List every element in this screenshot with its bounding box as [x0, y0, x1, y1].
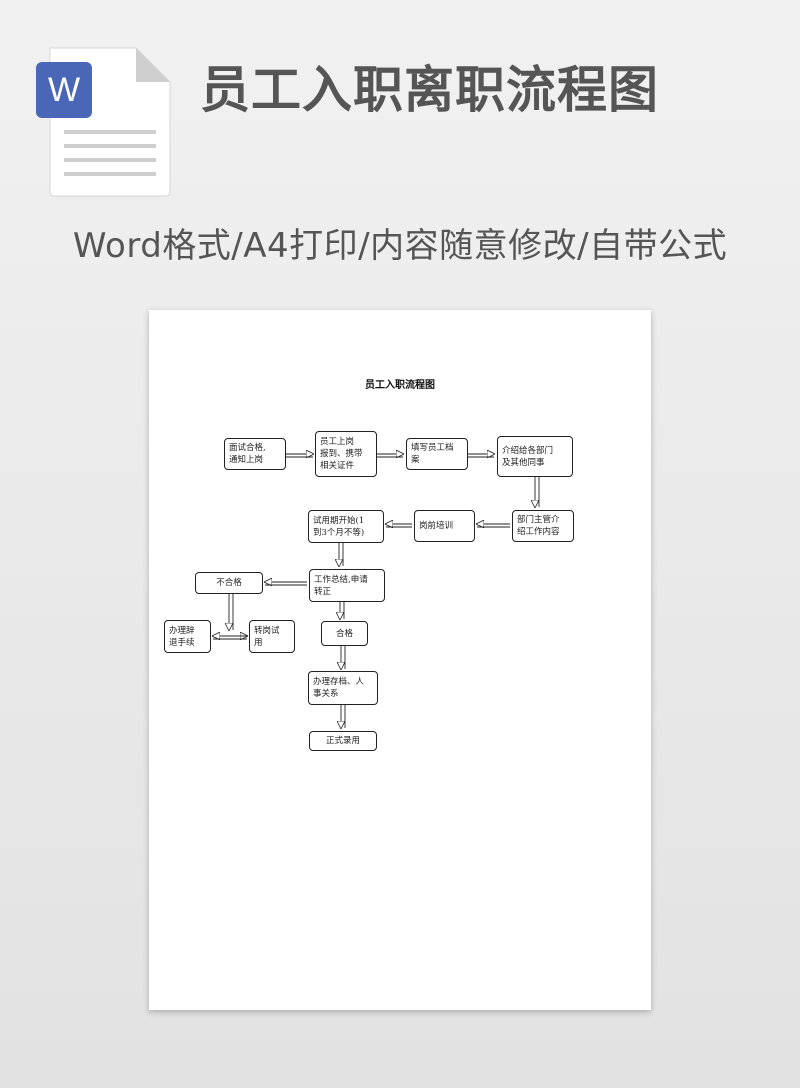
word-document-icon: W [36, 47, 171, 197]
node-pass: 合格 [321, 621, 368, 646]
page-subtitle: Word格式/A4打印/内容随意修改/自带公式 [72, 226, 728, 266]
node-introduce-dept: 介绍给各部门 及其他同事 [497, 436, 573, 477]
node-report-for-duty: 员工上岗 报到、携带 相关证件 [315, 431, 377, 477]
node-handle-archives: 办理存档、人 事关系 [308, 671, 378, 705]
flowchart-arrows [149, 310, 540, 1010]
page-title: 员工入职离职流程图 [200, 61, 659, 119]
node-transfer-trial: 转岗试 用 [249, 620, 295, 653]
node-work-summary: 工作总结,申请 转正 [309, 569, 385, 602]
node-dept-head: 部门主管介 绍工作内容 [512, 510, 574, 542]
node-pre-job-training: 岗前培训 [414, 510, 475, 542]
flowchart-title: 员工入职流程图 [365, 380, 435, 391]
node-resign-procedure: 办理辞 退手续 [164, 620, 211, 653]
document-preview: 员工入职流程图 [149, 310, 651, 1010]
node-interview-pass: 面试合格, 通知上岗 [224, 438, 286, 470]
word-badge [36, 62, 92, 118]
node-fill-record: 填写员工档 案 [406, 438, 468, 470]
node-probation-start: 试用期开始(1 到3个月不等) [308, 510, 384, 543]
node-formal-hire: 正式录用 [309, 731, 377, 751]
word-badge-letter: W [48, 71, 80, 109]
node-fail: 不合格 [195, 572, 263, 594]
